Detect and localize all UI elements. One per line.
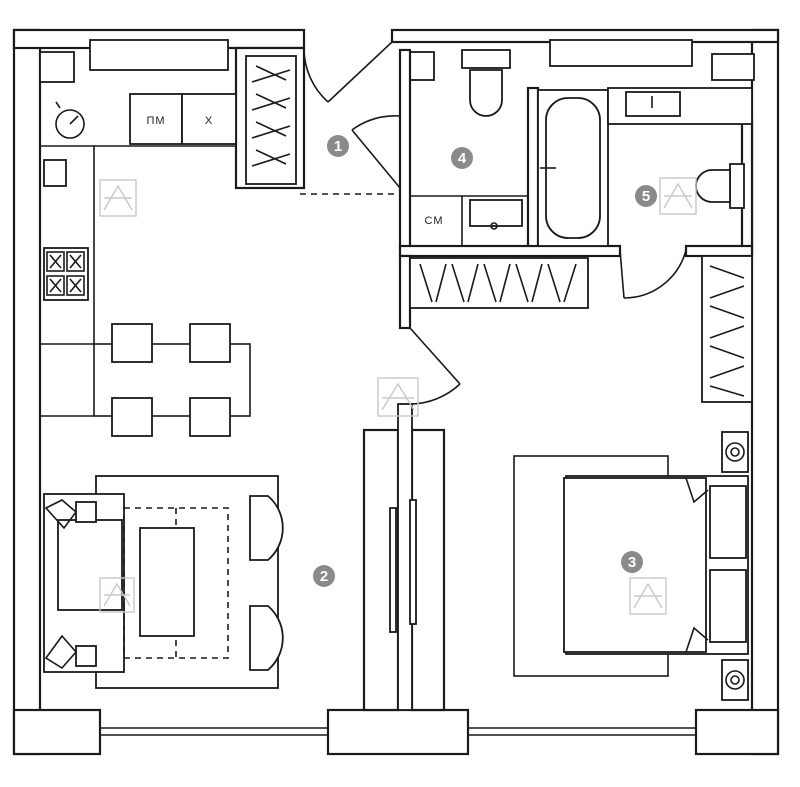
room-number-3: 3 bbox=[628, 554, 636, 571]
window-top-right bbox=[549, 39, 693, 67]
logo-watermark bbox=[99, 577, 135, 613]
room-badge-2: 2 bbox=[313, 565, 335, 587]
logo-watermark bbox=[99, 179, 137, 217]
washer-label: СМ bbox=[425, 215, 444, 227]
column-top-right bbox=[711, 53, 755, 81]
room-number-4: 4 bbox=[458, 150, 467, 167]
dishwasher-label: ПМ bbox=[146, 115, 165, 127]
bed bbox=[563, 475, 749, 655]
rug bbox=[123, 507, 229, 659]
dining-set bbox=[40, 323, 251, 437]
room-number-1: 1 bbox=[334, 138, 342, 155]
sink-bath5 bbox=[607, 87, 753, 125]
counter-fridge bbox=[181, 93, 237, 145]
sink-kitchen bbox=[43, 159, 67, 187]
armchairs bbox=[249, 495, 284, 671]
room-badge-1: 1 bbox=[327, 135, 349, 157]
column-bath bbox=[409, 51, 435, 81]
column-kitchen bbox=[39, 51, 75, 83]
stove-icon bbox=[43, 247, 89, 301]
lamp-icon bbox=[721, 659, 749, 701]
sofa bbox=[43, 475, 279, 689]
room-number-5: 5 bbox=[642, 188, 650, 205]
counter-dishwasher bbox=[129, 93, 183, 145]
logo-watermark bbox=[659, 177, 697, 215]
logo-watermark bbox=[377, 377, 419, 417]
kitchen-counter bbox=[40, 145, 95, 345]
sink-bath4 bbox=[469, 199, 523, 230]
wardrobe-corridor bbox=[409, 257, 589, 309]
coffee-table bbox=[139, 527, 195, 637]
toilet-bath5 bbox=[695, 163, 745, 209]
room-number-2: 2 bbox=[320, 568, 328, 585]
timer-icon bbox=[55, 101, 85, 139]
room-badge-5: 5 bbox=[635, 185, 657, 207]
bathtub bbox=[537, 89, 609, 247]
room-badge-3: 3 bbox=[621, 551, 643, 573]
wardrobe-hall bbox=[245, 55, 297, 185]
wardrobe-bedroom bbox=[701, 255, 753, 403]
window-top-left bbox=[89, 39, 229, 71]
room-badge-4: 4 bbox=[451, 147, 473, 169]
logo-watermark bbox=[629, 577, 667, 615]
toilet-bath4 bbox=[461, 49, 511, 117]
doors bbox=[303, 41, 687, 711]
lamp-icon bbox=[721, 431, 749, 473]
fridge-label: Х bbox=[205, 115, 213, 127]
